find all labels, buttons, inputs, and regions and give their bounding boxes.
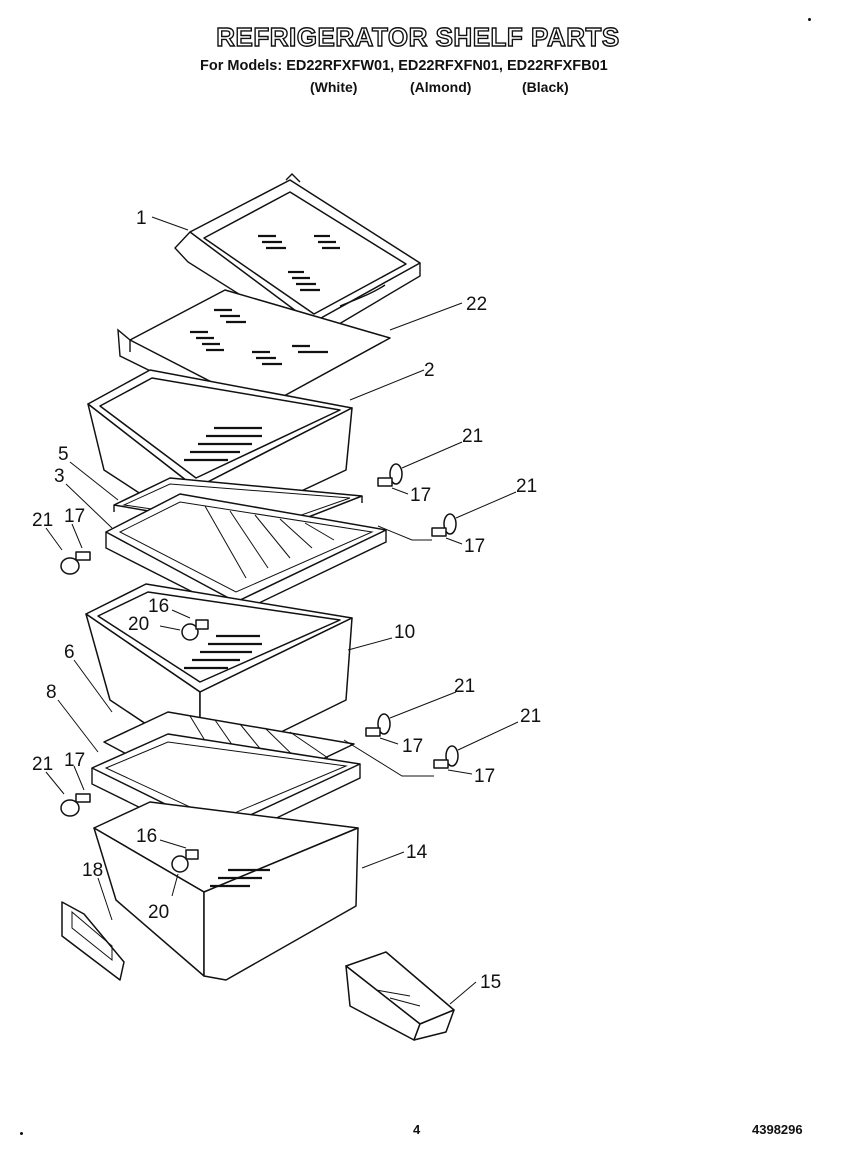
diagram-title: REFRIGERATOR SHELF PARTS bbox=[216, 21, 620, 52]
part-14-drawer bbox=[93, 801, 359, 981]
fastener-set-upper-right-a bbox=[377, 463, 403, 487]
callout-17: 17 bbox=[474, 766, 495, 787]
fastener-set-middle-left bbox=[60, 793, 91, 817]
callout-15: 15 bbox=[480, 972, 501, 993]
callout-2: 2 bbox=[424, 360, 435, 381]
callout-17: 17 bbox=[410, 485, 431, 506]
leader-lines bbox=[45, 216, 519, 1005]
callout-17: 17 bbox=[64, 506, 85, 527]
variant-almond: (Almond) bbox=[410, 79, 472, 95]
callout-20: 20 bbox=[128, 614, 149, 635]
variant-white: (White) bbox=[310, 79, 358, 95]
fastener-set-upper-left bbox=[60, 551, 91, 575]
callout-5: 5 bbox=[58, 444, 69, 465]
document-number: 4398296 bbox=[752, 1122, 803, 1137]
callout-16: 16 bbox=[136, 826, 157, 847]
callout-18: 18 bbox=[82, 860, 103, 881]
callout-21: 21 bbox=[462, 426, 483, 447]
part-15-bin bbox=[345, 951, 455, 1041]
callout-22: 22 bbox=[466, 294, 487, 315]
page-number: 4 bbox=[413, 1122, 421, 1137]
callout-20: 20 bbox=[148, 902, 169, 923]
callout-10: 10 bbox=[394, 622, 415, 643]
fastener-16-20-upper bbox=[181, 619, 209, 641]
part-18-label-holder bbox=[61, 901, 125, 981]
fastener-16-20-lower bbox=[171, 849, 199, 873]
corner-mark bbox=[808, 18, 811, 21]
callout-6: 6 bbox=[64, 642, 75, 663]
part-1-shelf bbox=[174, 173, 421, 341]
callout-14: 14 bbox=[406, 842, 428, 863]
callout-21: 21 bbox=[520, 706, 541, 727]
callout-21: 21 bbox=[32, 754, 53, 775]
callout-17: 17 bbox=[464, 536, 485, 557]
callout-17: 17 bbox=[402, 736, 423, 757]
model-numbers: For Models: ED22RFXFW01, ED22RFXFN01, ED… bbox=[200, 58, 608, 74]
callout-21: 21 bbox=[32, 510, 53, 531]
callout-16: 16 bbox=[148, 596, 169, 617]
fastener-set-upper-right-b bbox=[431, 513, 457, 537]
callout-8: 8 bbox=[46, 682, 57, 703]
fastener-set-middle-right-a bbox=[365, 713, 391, 737]
callout-21: 21 bbox=[516, 476, 537, 497]
variant-black: (Black) bbox=[522, 79, 569, 95]
callout-21: 21 bbox=[454, 676, 475, 697]
callout-3: 3 bbox=[54, 466, 65, 487]
fastener-set-middle-right-b bbox=[433, 745, 459, 769]
callout-17: 17 bbox=[64, 750, 85, 771]
corner-mark bbox=[20, 1132, 23, 1135]
callout-1: 1 bbox=[136, 208, 147, 229]
